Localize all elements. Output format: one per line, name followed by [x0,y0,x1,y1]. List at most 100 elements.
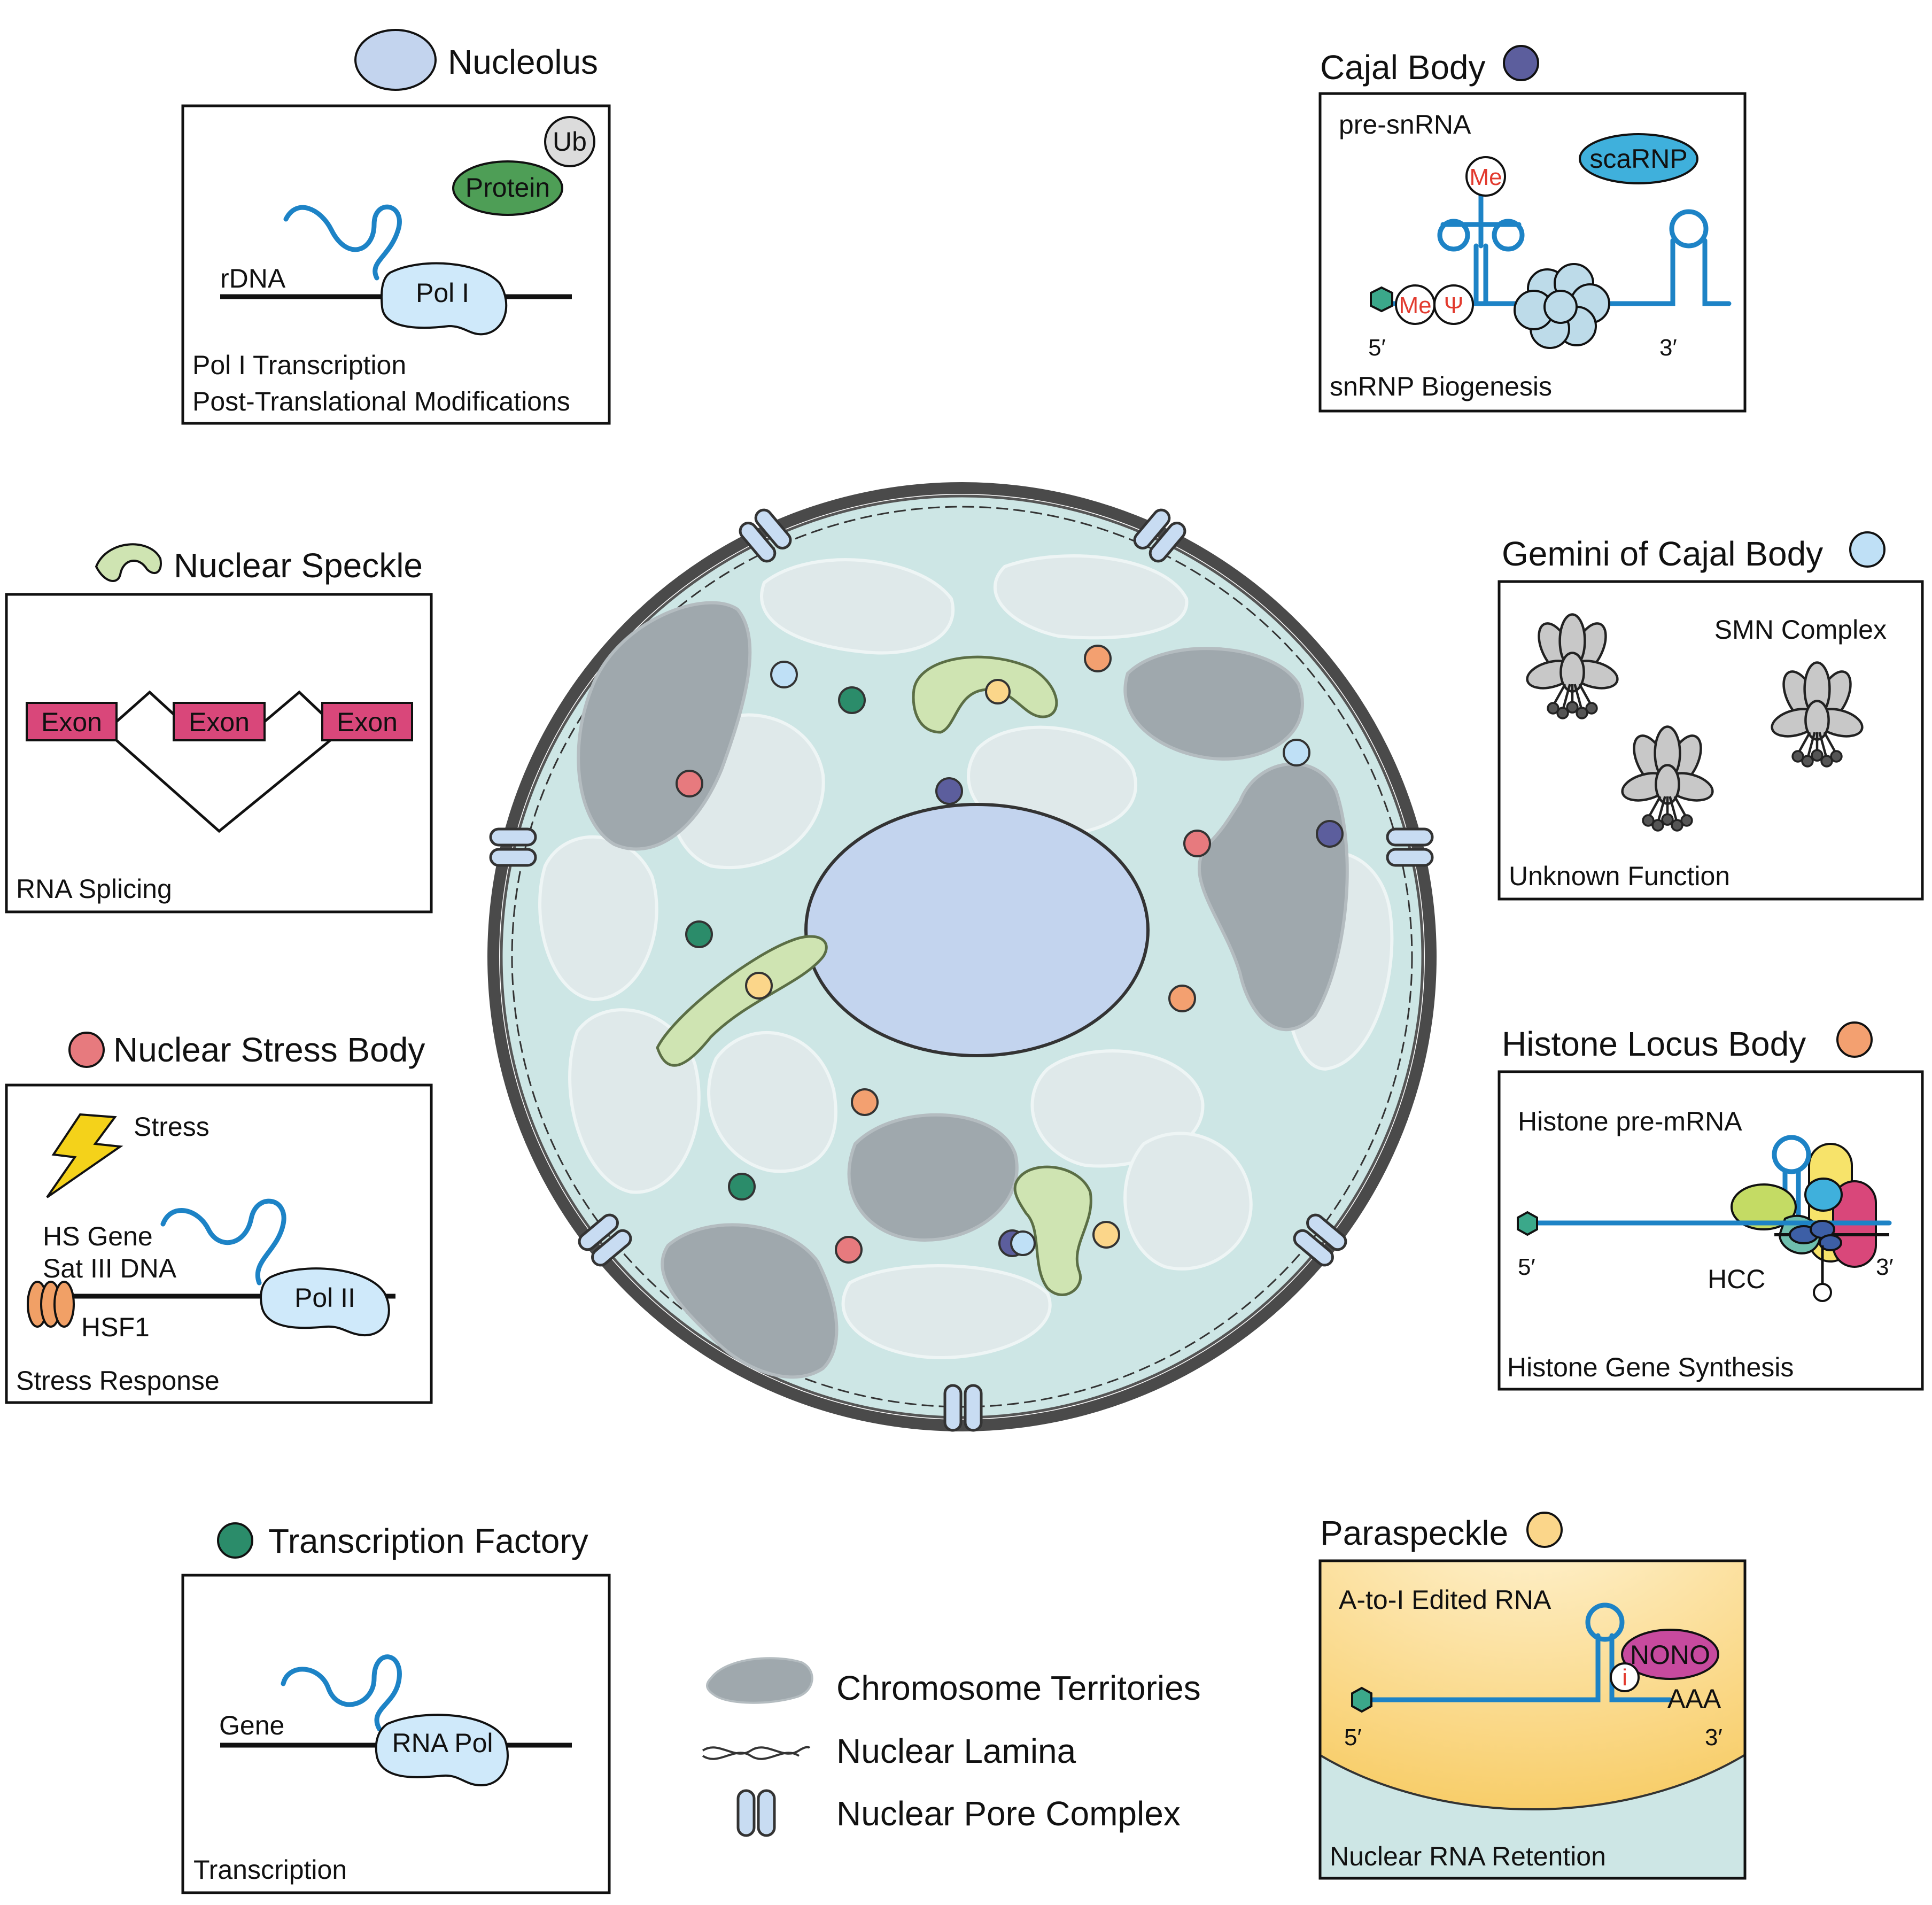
nono-shape [1621,1629,1719,1680]
stress-title: Nuclear Stress Body [113,1031,425,1069]
stress-panel: Nuclear Stress Body Stress HS Gene Sat I… [5,1031,433,1404]
protein-shape [452,160,563,216]
exon-2-label: Exon [189,707,250,737]
scarnp-shape [1579,133,1698,184]
splice-junction-1 [115,690,183,723]
hs-gene-label: HS Gene [43,1221,153,1251]
hlb-icon [1836,1021,1873,1058]
rna-strand [283,204,402,281]
hcc-bulb [1813,1283,1832,1302]
edited-rna-label: A-to-I Edited RNA [1339,1585,1551,1615]
scarnp-label: scaRNP [1589,144,1687,174]
hlb-title: Histone Locus Body [1502,1025,1806,1063]
para-caption: Nuclear RNA Retention [1330,1841,1606,1871]
rna-pol-shape [375,1714,509,1787]
lightning-icon [46,1113,123,1198]
pre-snrna-label: pre-snRNA [1339,110,1471,140]
legend-pore: Nuclear Pore Complex [836,1794,1181,1833]
hlb-panel: Histone Locus Body Histone pre-mRNA 5′ 3… [1498,1021,1924,1391]
para-box [1318,1559,1747,1880]
gemini-caption: Unknown Function [1509,861,1730,891]
para-stem-loop [1585,1602,1625,1642]
para-title: Paraspeckle [1320,1514,1508,1552]
protein-label: Protein [465,173,550,203]
gemini-panel: Gemini of Cajal Body SMN Complex Unknown… [1498,531,1924,901]
nucleolus-caption-2: Post-Translational Modifications [192,386,570,416]
cajal-title: Cajal Body [1320,48,1486,87]
para-three-prime: 3′ [1705,1724,1722,1751]
legend-lamina: Nuclear Lamina [836,1732,1076,1770]
aaa-label: AAA [1667,1684,1721,1714]
hlb-box [1498,1070,1924,1391]
u7-shape [1804,1178,1843,1212]
cajal-icon [1503,45,1539,81]
cap-hexagon [1370,286,1393,313]
chromosome-legend-icon [706,1657,813,1704]
slbp-shape [1731,1183,1797,1230]
exon-2 [173,702,266,741]
smn-label: SMN Complex [1714,615,1887,645]
tf-icon [217,1522,253,1559]
stem-loop [1772,1135,1811,1174]
me-top-label: Me [1469,164,1502,190]
para-cap [1351,1686,1372,1713]
pol-ii-label: Pol II [294,1283,355,1313]
nucleolus-title: Nucleolus [448,43,598,81]
pol-ii-shape [260,1267,390,1337]
splice-junction-long [115,739,331,833]
pol-i-label: Pol I [416,278,469,308]
cajal-three-prime: 3′ [1659,335,1677,361]
rdna-label: rDNA [220,264,286,293]
inosine-label: i [1622,1664,1627,1691]
hcc-label: HCC [1708,1264,1765,1294]
tf-panel: Transcription Factory Gene RNA Pol Trans… [181,1522,611,1894]
speckle-caption: RNA Splicing [16,874,172,904]
nucleolus-box [181,104,611,425]
exon-1-label: Exon [41,707,102,737]
rna-pol-label: RNA Pol [392,1728,493,1758]
nucleolus-center [804,803,1150,1057]
speckle-icon [95,543,162,582]
hlb-cap [1517,1211,1538,1236]
inosine-shape [1610,1662,1640,1692]
psi-label: Ψ [1444,292,1464,319]
stress-rna-strand [160,1198,286,1286]
ub-label: Ub [553,127,587,157]
dark-territories [577,601,1349,1379]
stress-caption: Stress Response [16,1366,220,1396]
exon-3-label: Exon [337,707,398,737]
sat-dna-label: Sat III DNA [43,1253,177,1283]
para-rna [1355,1633,1673,1702]
splice-junction-2 [263,690,331,723]
speckle-panel: Nuclear Speckle Exon Exon Exon RNA Splic… [5,543,433,913]
tf-title: Transcription Factory [268,1522,588,1560]
nono-label: NONO [1630,1640,1710,1670]
para-icon [1526,1512,1563,1548]
exon-1 [26,702,118,741]
cajal-caption: snRNP Biogenesis [1330,371,1552,401]
hlb-three-prime: 3′ [1876,1254,1894,1280]
hlb-caption: Histone Gene Synthesis [1507,1352,1794,1382]
stress-label: Stress [134,1112,210,1142]
cajal-panel: Cajal Body pre-snRNA scaRNP Me Me Ψ [1318,45,1747,413]
speckle-title: Nuclear Speckle [174,546,423,585]
gemini-icon [1849,531,1886,568]
lamina-legend-icon-2 [702,1752,800,1760]
hsf1-label: HSF1 [81,1312,150,1342]
gemini-title: Gemini of Cajal Body [1502,535,1823,573]
psi-shape [1433,284,1474,325]
exon-3 [321,702,413,741]
pore-legend-icon [738,1791,774,1836]
hsf1-shapes [27,1281,75,1328]
histone-pre-label: Histone pre-mRNA [1518,1106,1742,1136]
cajal-five-prime: 5′ [1368,335,1386,361]
nucleus-dots [676,645,1344,1264]
sm-ring [1514,263,1610,349]
me-bottom-label: Me [1399,292,1431,319]
ub-shape [544,116,595,167]
nucleolus-caption-1: Pol I Transcription [192,350,406,380]
hlb-five-prime: 5′ [1518,1254,1535,1280]
legend: Chromosome Territories Nuclear Lamina Nu… [702,1657,1201,1836]
legend-chromosome: Chromosome Territories [836,1669,1201,1707]
pol-i-shape [380,262,508,336]
